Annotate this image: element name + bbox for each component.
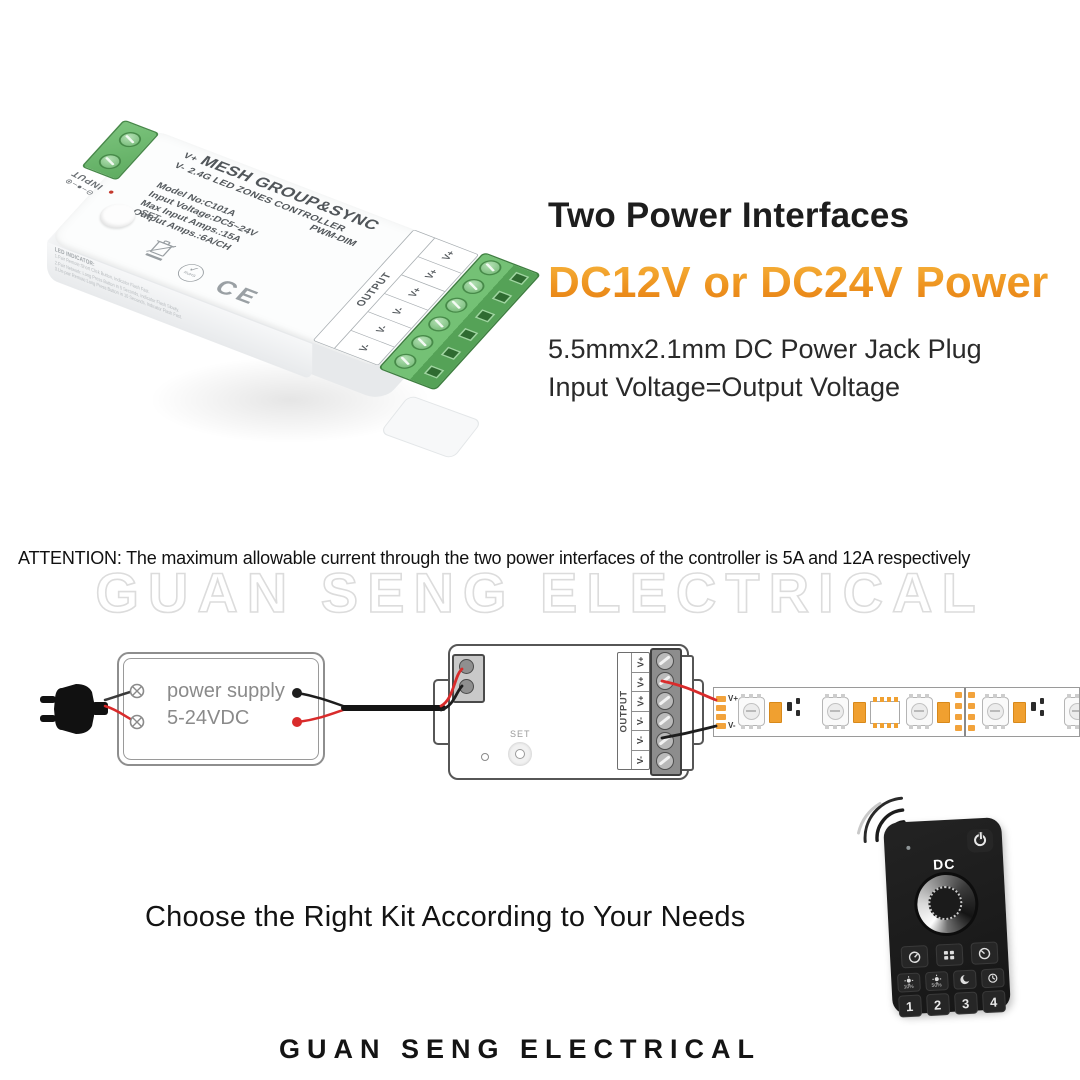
- device-printed-label: V+MESH GROUP&SYNC V-2.4G LED ZONES CONTR…: [130, 147, 383, 289]
- dim-down-wheel-button: [900, 945, 929, 969]
- led-chip: [738, 694, 765, 729]
- terminal-screw: [406, 332, 438, 353]
- headline-accent: DC12V or DC24V Power: [548, 258, 1068, 308]
- controller-led-indicator: [481, 753, 489, 761]
- cut-line: [955, 688, 975, 736]
- wire-hole: [423, 365, 445, 379]
- watermark-text: GUAN SENG ELECTRICAL: [95, 560, 985, 625]
- rohs-icon: ✓ RoHS: [173, 261, 209, 285]
- output-terminal-label: V+: [439, 249, 458, 262]
- zone-grid-button: [934, 943, 964, 967]
- terminal-screw: [656, 692, 674, 710]
- headline-title: Two Power Interfaces: [548, 196, 910, 235]
- zone-1-button: 1: [897, 994, 922, 1018]
- output-terminal-label: V+: [422, 267, 441, 281]
- attention-note: ATTENTION: The maximum allowable current…: [18, 548, 971, 568]
- output-terminal-label: V+: [405, 286, 425, 299]
- terminal-screw: [474, 257, 506, 278]
- headline-block: Two Power Interfaces DC12V or DC24V Powe…: [548, 196, 1068, 406]
- terminal-screw: [656, 712, 674, 730]
- brightness-10-button: 10%: [896, 972, 921, 993]
- input-terminal-block: [81, 119, 160, 181]
- wire-hole: [508, 271, 530, 286]
- smd-components: [787, 698, 805, 726]
- headline-detail-2: Input Voltage=Output Voltage: [548, 372, 901, 402]
- kit-heading: Choose the Right Kit According to Your N…: [145, 901, 746, 933]
- wire-hole: [440, 346, 462, 360]
- resistor: [937, 702, 950, 723]
- zone-4-button: 4: [981, 990, 1006, 1014]
- night-mode-button: [952, 969, 977, 990]
- ac-plug-icon: [40, 684, 108, 734]
- controller-output-terminals: [650, 648, 682, 776]
- solder-pad: [716, 723, 726, 729]
- power-supply-label: power supply: [167, 680, 285, 702]
- zone-2-button: 2: [925, 993, 950, 1017]
- resistor: [853, 702, 866, 723]
- brightness-10-label: 10%: [903, 983, 914, 990]
- terminal-screw: [114, 129, 146, 150]
- led-chip: [1064, 694, 1079, 729]
- set-button: [93, 199, 142, 232]
- strip-vplus-label: V+: [728, 694, 739, 703]
- controller-set-button: [508, 742, 532, 766]
- led-strip: V+ V-: [713, 687, 1080, 737]
- ce-mark: CE: [209, 276, 267, 310]
- ic-chip: [870, 697, 900, 728]
- indicator-led: [107, 190, 115, 195]
- controller-output-strip: OUTPUT V+ V+ V+ V- V- V-: [617, 652, 650, 770]
- wire-hole: [457, 327, 479, 342]
- resistor: [769, 702, 782, 723]
- terminal-screw: [423, 313, 455, 335]
- wiring-lines: [103, 667, 718, 740]
- terminal-screw: [389, 351, 421, 372]
- solder-pad: [716, 696, 726, 702]
- output-terminal-label: V-: [356, 342, 373, 353]
- remote-control: DC 10% 50%: [883, 817, 1011, 1018]
- timer-button: [980, 968, 1005, 989]
- led-chip: [822, 694, 849, 729]
- wire-hole: [491, 290, 513, 304]
- remote-led: [906, 845, 911, 851]
- terminal-screw: [656, 752, 674, 770]
- output-terminal-label: V-: [373, 324, 390, 335]
- vminus-label: V-: [172, 160, 189, 173]
- controller-set-label: SET: [510, 729, 531, 739]
- resistor: [1013, 702, 1026, 723]
- power-button: [966, 828, 994, 853]
- terminal-screw: [440, 295, 472, 316]
- dim-up-wheel-button: [969, 941, 999, 965]
- solder-pad: [716, 705, 726, 711]
- terminal-screw: [656, 652, 674, 670]
- wire-hole: [474, 309, 496, 323]
- solder-pad: [716, 714, 726, 720]
- smd-components: [1031, 698, 1049, 726]
- led-chip: [906, 694, 933, 729]
- dimming-dial: [912, 870, 981, 938]
- power-supply-inner-border: [123, 658, 319, 760]
- led-chip: [982, 694, 1009, 729]
- brand-footer: GUAN SENG ELECTRICAL: [278, 1034, 761, 1064]
- output-terminal-label: V-: [389, 305, 407, 317]
- terminal-screw: [94, 151, 126, 172]
- vplus-label: V+: [181, 150, 201, 164]
- strip-vminus-label: V-: [728, 721, 736, 730]
- brightness-50-button: 50%: [924, 971, 949, 992]
- brightness-50-label: 50%: [931, 981, 942, 989]
- headline-detail-1: 5.5mmx2.1mm DC Power Jack Plug: [548, 334, 982, 364]
- zone-3-button: 3: [953, 991, 978, 1015]
- device-top-face: V+MESH GROUP&SYNC V-2.4G LED ZONES CONTR…: [47, 119, 542, 391]
- weee-bin-icon: [140, 235, 181, 264]
- terminal-screw: [457, 276, 489, 297]
- power-supply-voltage: 5-24VDC: [167, 707, 250, 729]
- power-supply-box: power supply 5-24VDC: [117, 652, 325, 766]
